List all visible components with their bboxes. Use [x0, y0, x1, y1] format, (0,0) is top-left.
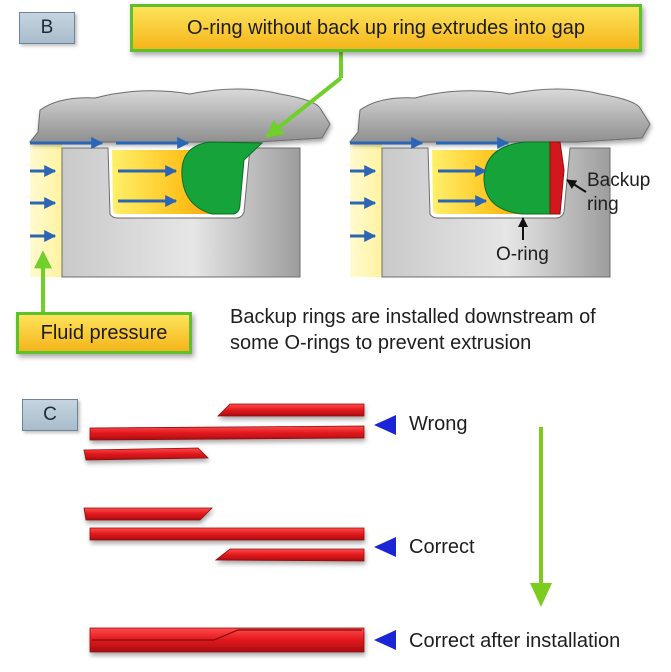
- label-oring: O-ring: [496, 244, 549, 265]
- strip-lower: [214, 548, 365, 562]
- row-label-correct: Correct: [409, 536, 475, 558]
- strips-installed: [89, 627, 365, 653]
- indicator-triangle-wrong: [374, 415, 396, 435]
- piston-right: [381, 147, 611, 278]
- label-backup-ring-line2: ring: [587, 194, 619, 215]
- fluid-gap-right: [350, 142, 382, 277]
- row-label-installed: Correct after installation: [409, 630, 621, 652]
- callout-extrusion: O-ring without back up ring extrudes int…: [130, 4, 642, 52]
- housing-top-right: [348, 88, 651, 143]
- row-label-wrong: Wrong: [409, 413, 468, 435]
- backup-ring-leader: [566, 179, 587, 193]
- gland-left: [28, 88, 331, 278]
- callout-fluid-pressure: Fluid pressure: [16, 312, 192, 354]
- strip-lower: [83, 447, 209, 461]
- gland-right: [348, 88, 651, 278]
- down-arrow-head: [530, 583, 552, 607]
- housing-top-left: [28, 88, 331, 143]
- strip-installed: [89, 627, 365, 653]
- label-backup-ring-line1: Backup: [587, 170, 651, 191]
- strip-upper: [217, 403, 365, 417]
- strip-installed-seam: [92, 629, 362, 641]
- strips-correct: [83, 507, 365, 562]
- strip-middle: [89, 527, 365, 541]
- caption-line2: some O-rings to prevent extrusion: [230, 332, 532, 354]
- strip-middle: [89, 425, 365, 441]
- indicator-triangle-installed: [374, 630, 396, 650]
- strips-wrong: [83, 403, 365, 461]
- panel-label-c: C: [22, 399, 78, 431]
- fluid-gap-left: [30, 142, 62, 277]
- backup-ring: [549, 141, 565, 215]
- oring-extruded-left: [181, 141, 264, 215]
- callout-leader-top-arrow: [265, 76, 343, 139]
- panel-label-b: B: [19, 12, 75, 44]
- piston-left: [61, 147, 301, 278]
- strip-upper: [83, 507, 213, 521]
- caption-line1: Backup rings are installed downstream of: [230, 306, 596, 328]
- indicator-triangle-correct: [374, 537, 396, 557]
